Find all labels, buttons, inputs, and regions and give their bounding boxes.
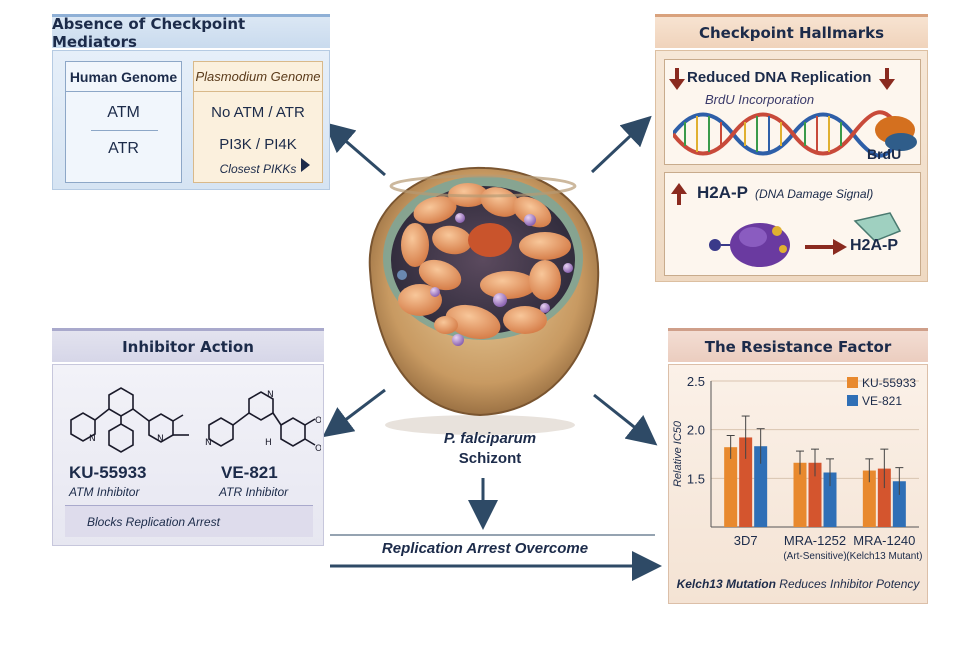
dna-helix-icon [673,110,917,158]
pointer-icon [301,158,310,172]
mediators-panel-title: Absence of Checkpoint Mediators [52,14,330,51]
mediators-panel: Human Genome ATM ATR Plasmodium Genome N… [52,50,330,190]
ve-821-name: VE-821 [221,463,278,482]
svg-text:O: O [315,444,321,454]
stage-label: Schizont [458,450,522,467]
bar [754,446,768,527]
category-sublabel: (Kelch13 Mutant) [846,551,922,562]
hallmarks-panel-title: Checkpoint Hallmarks [655,14,928,48]
inhibitor-panel-title: Inhibitor Action [52,328,324,362]
replication-label: Reduced DNA Replication [687,69,872,86]
category-sublabel: (Art-Sensitive) [783,551,846,562]
bar [823,472,837,527]
hallmarks-panel: Reduced DNA Replication BrdU Incorporati… [655,50,928,282]
y-tick-label: 2.0 [687,423,705,438]
category-label: MRA-1252 [784,533,846,548]
bar [892,481,906,527]
human-gene-atm: ATM [107,104,140,121]
ve-821-structure: N N O O H [205,390,321,454]
brdu-label: BrdU [867,146,902,162]
caption-bold: Kelch13 Mutation [676,577,776,591]
resistance-panel-title: The Resistance Factor [668,328,928,362]
h2a-product-label: H2A-P [850,237,899,254]
legend-swatch [847,377,858,388]
svg-text:N: N [157,434,164,444]
plasmodium-no-atm-atr: No ATM / ATR [211,104,305,121]
divider [91,130,158,131]
human-gene-atr: ATR [108,140,139,157]
bar [877,468,891,527]
bar [862,470,876,527]
inhibitor-panel: N N N N O O H KU-55933 ATM Inhibitor VE-… [52,364,324,546]
legend-label: KU-55933 [862,376,916,390]
y-axis-label: Relative IC50 [672,420,684,487]
arrow-to-resistance [593,393,658,446]
ku-55933-structure: N N [70,387,189,453]
schizont-illustration [368,166,600,435]
svg-text:N: N [205,438,212,448]
ku-55933-role: ATM Inhibitor [69,485,140,499]
up-arrow-icon [671,183,687,205]
plasmodium-pi3k-pi4k: PI3K / PI4K [219,136,297,153]
legend-swatch [847,395,858,406]
bar [808,462,822,527]
svg-text:N: N [267,390,274,400]
caption-rest: Reduces Inhibitor Potency [779,577,920,591]
arrow-to-inhibitor [322,388,386,438]
plasmodium-genome-header: Plasmodium Genome [194,62,322,92]
bar [724,447,738,527]
down-arrow-icon-2 [879,68,895,90]
h2a-pathway-icon [709,212,902,267]
h2a-label: H2A-P [697,183,749,202]
flow-label: Replication Arrest Overcome [381,540,589,557]
y-tick-label: 1.5 [687,471,705,486]
bar [739,437,753,527]
human-genome-header: Human Genome [66,62,181,92]
organism-label: P. falciparum [443,430,537,447]
human-genome-column: Human Genome ATM ATR [65,61,182,183]
svg-text:O: O [315,416,321,426]
bar [793,462,807,527]
svg-text:H: H [265,438,272,448]
arrow-to-mediators [323,122,386,177]
replication-box: Reduced DNA Replication BrdU Incorporati… [664,59,921,165]
brdu-incorporation-label: BrdU Incorporation [705,92,815,107]
plasmodium-closest-pikks: Closest PIKKs [219,162,297,176]
merozoites [398,183,571,340]
inhibitor-footer: Blocks Replication Arrest [65,505,313,537]
resistance-caption: Kelch13 Mutation Reduces Inhibitor Poten… [669,577,927,591]
arrow-to-hallmarks [590,115,652,174]
category-label: MRA-1240 [853,533,915,548]
plasmodium-genome-column: Plasmodium Genome No ATM / ATR PI3K / PI… [193,61,323,183]
down-arrow-icon [669,68,685,90]
vesicles [397,213,573,346]
svg-text:N: N [89,434,96,444]
h2a-box: H2A-P (DNA Damage Signal) H2A-P [664,172,921,276]
legend-label: VE-821 [862,394,902,408]
ku-55933-name: KU-55933 [69,463,147,482]
category-label: 3D7 [734,533,758,548]
h2a-note: (DNA Damage Signal) [755,187,874,201]
y-tick-label: 2.5 [687,374,705,389]
ve-821-role: ATR Inhibitor [219,485,289,499]
